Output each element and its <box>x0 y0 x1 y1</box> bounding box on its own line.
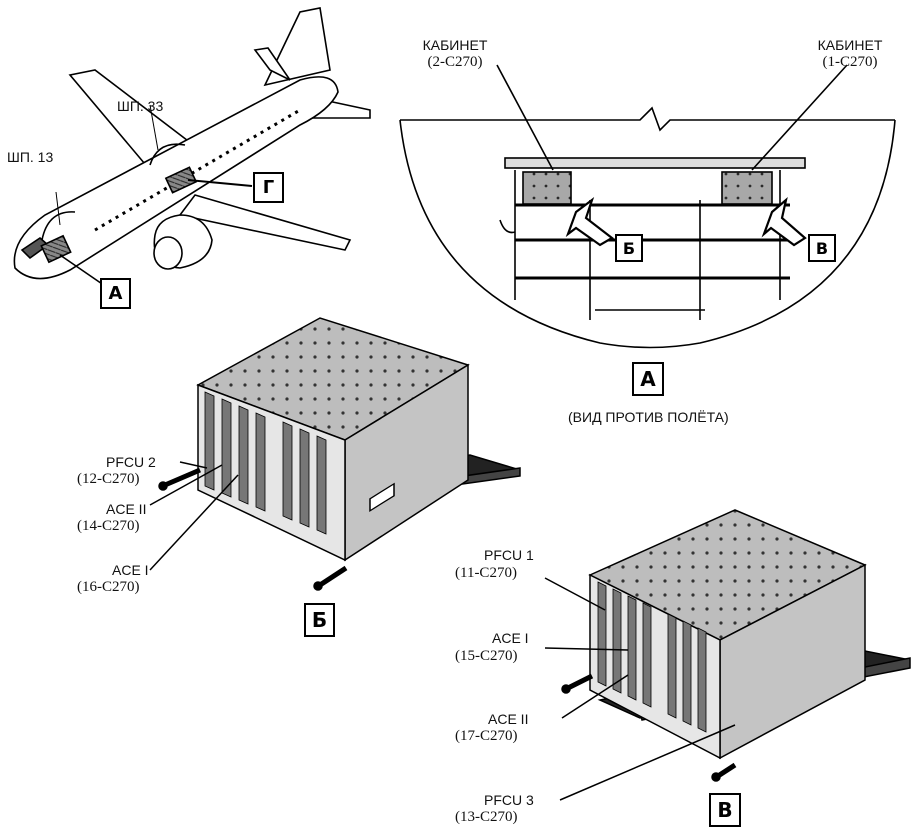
rack-v-ace1-ref: (15-C270) <box>455 648 518 664</box>
cabinet-left-ref: (2-C270) <box>427 54 483 70</box>
rack-b-pfcu2-ref: (12-C270) <box>77 471 140 487</box>
rack-b-ace2-ref: (14-C270) <box>77 518 140 534</box>
callout-a-small: А <box>100 278 131 309</box>
rack-b-ace1-ref: (16-C270) <box>77 579 140 595</box>
rack-v-pfcu1-ref: (11-C270) <box>455 565 517 581</box>
rack-v-pfcu3-ref: (13-C270) <box>455 809 518 825</box>
callout-v-view: В <box>808 234 836 262</box>
cabinet-right-ref: (1-C270) <box>822 54 878 70</box>
rack-v-ace2-ref: (17-C270) <box>455 728 518 744</box>
rack-v-pfcu1-label: PFCU 1 <box>484 547 534 563</box>
cabinet-left-name: КАБИНЕТ <box>422 37 488 53</box>
rack-v-ace2-label: ACE II <box>488 711 529 727</box>
rack-b-pfcu2-label: PFCU 2 <box>106 454 156 470</box>
callout-b-view: Б <box>615 234 643 262</box>
fuselage-section-illustration <box>399 64 896 349</box>
frame-13-label: ШП. 13 <box>7 149 54 165</box>
rack-b-ace1-label: ACE I <box>112 562 149 578</box>
view-caption: (ВИД ПРОТИВ ПОЛЁТА) <box>568 409 729 425</box>
aircraft-illustration <box>13 7 371 289</box>
rack-v-illustration <box>544 509 911 801</box>
rack-v-pfcu3-label: PFCU 3 <box>484 792 534 808</box>
cabinet-right-name: КАБИНЕТ <box>817 37 883 53</box>
rack-b-illustration <box>149 317 521 591</box>
rack-v-ace1-label: ACE I <box>492 630 529 646</box>
callout-a-view-title: А <box>632 362 664 396</box>
rack-b-ace2-label: ACE II <box>106 501 147 517</box>
callout-g: Г <box>253 172 284 203</box>
callout-b-title: Б <box>304 603 335 637</box>
callout-v-title: В <box>709 793 741 827</box>
frame-33-label: ШП. 33 <box>117 98 164 114</box>
